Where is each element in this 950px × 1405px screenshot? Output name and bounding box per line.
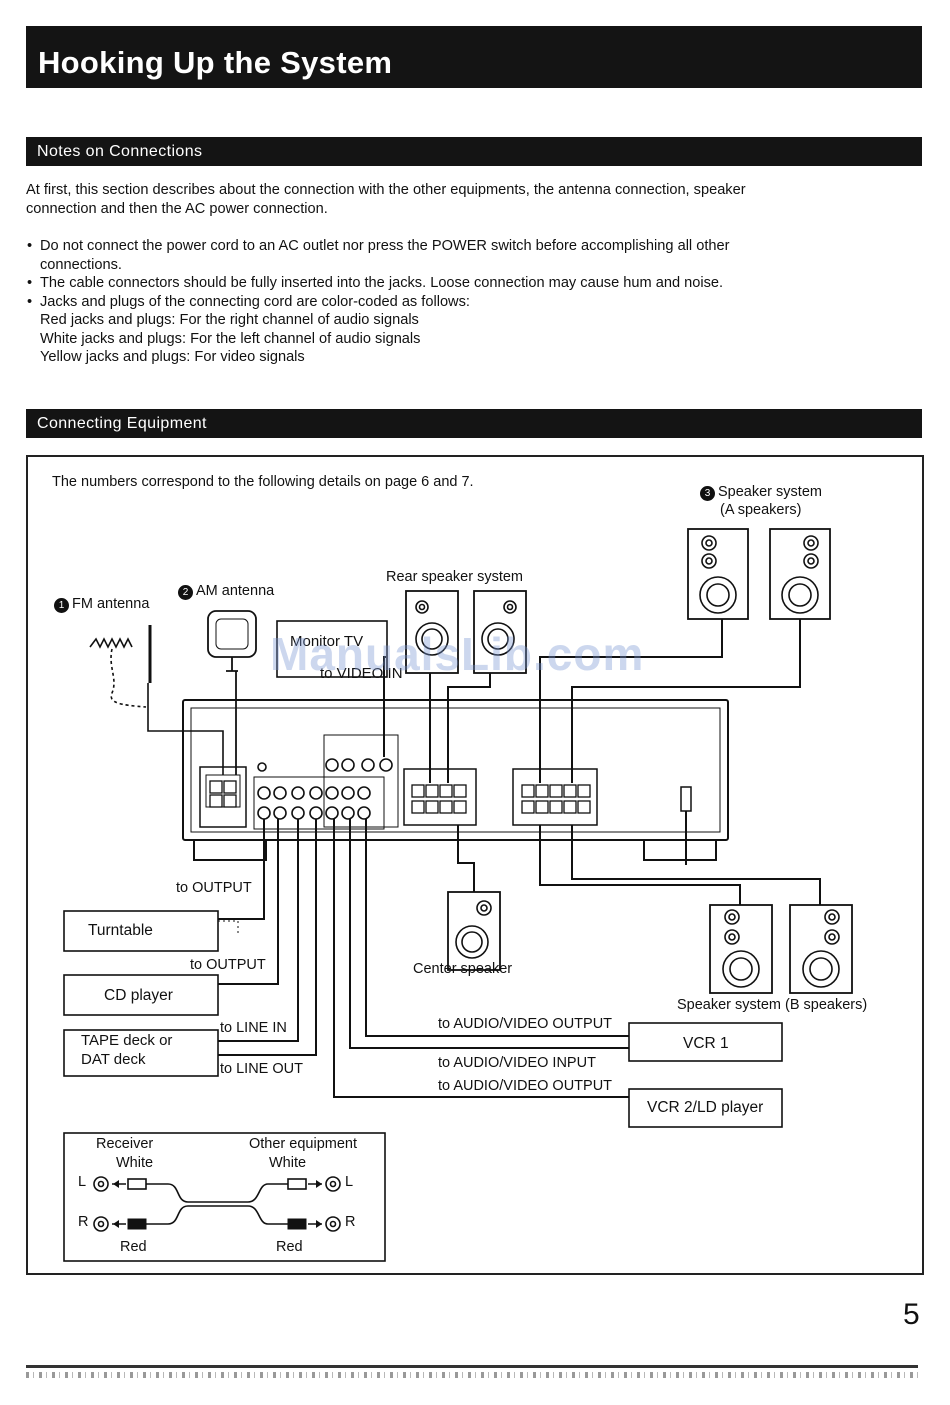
- vcr2-box: [628, 1088, 783, 1128]
- notes-item: • The cable connectors should be fully in…: [26, 274, 786, 293]
- notes-list: • Do not connect the power cord to an AC …: [26, 237, 786, 367]
- vcr1-label: VCR 1: [683, 1035, 729, 1052]
- intro-paragraph: At first, this section describes about t…: [26, 182, 746, 217]
- to-video-in-label: to VIDEO IN: [320, 665, 403, 682]
- legend-red-right: Red: [276, 1239, 303, 1255]
- tape-deck-label-2: DAT deck: [81, 1051, 146, 1068]
- watermark: ManualsLib.com: [270, 628, 645, 680]
- color-code-yellow: Yellow jacks and plugs: For video signal…: [40, 349, 305, 365]
- footer-rule: [26, 1365, 918, 1368]
- to-av-input-label: to AUDIO/VIDEO INPUT: [438, 1055, 596, 1071]
- equipment-section-header: Connecting Equipment: [26, 409, 922, 438]
- bullet-icon: •: [27, 238, 33, 254]
- rear-speaker-label: Rear speaker system: [386, 569, 523, 585]
- legend-white-right: White: [269, 1155, 307, 1171]
- receiver-foot-left: [193, 839, 267, 861]
- center-speaker-label: Center speaker: [413, 961, 513, 977]
- am-antenna-text: AM antenna: [196, 583, 275, 599]
- number-3-icon: 3: [700, 486, 715, 501]
- number-2-icon: 2: [178, 585, 193, 600]
- notes-section-header: Notes on Connections: [26, 137, 922, 166]
- notes-item-text: The cable connectors should be fully ins…: [40, 275, 724, 291]
- notes-item-text: Do not connect the power cord to an AC o…: [40, 238, 730, 273]
- number-1-icon: 1: [54, 598, 69, 613]
- connection-diagram: The numbers correspond to the following …: [26, 455, 924, 1275]
- notes-item: • Do not connect the power cord to an AC …: [26, 237, 786, 274]
- speaker-a-text: Speaker system: [718, 484, 822, 500]
- legend-red-left: Red: [120, 1239, 147, 1255]
- to-av-output-label-2: to AUDIO/VIDEO OUTPUT: [438, 1078, 613, 1094]
- to-line-in-label: to LINE IN: [220, 1020, 287, 1036]
- monitor-tv-box: [276, 620, 388, 678]
- page-title-bar: Hooking Up the System: [26, 26, 922, 88]
- legend-l-left: L: [78, 1174, 87, 1190]
- tape-deck-label-1: TAPE deck or: [81, 1032, 173, 1049]
- to-output-label-2: to OUTPUT: [190, 957, 266, 973]
- receiver-foot-right: [643, 839, 717, 861]
- notes-item: • Jacks and plugs of the connecting cord …: [26, 293, 786, 367]
- vcr2-label: VCR 2/LD player: [647, 1099, 764, 1116]
- equipment-section-title: Connecting Equipment: [37, 415, 207, 432]
- legend-receiver-label: Receiver: [96, 1136, 154, 1152]
- to-output-label-1: to OUTPUT: [176, 880, 252, 896]
- monitor-tv-label: Monitor TV: [290, 633, 364, 650]
- tape-deck-box: [63, 1029, 219, 1077]
- page-number: 5: [903, 1298, 920, 1331]
- cd-player-label: CD player: [104, 987, 173, 1004]
- color-code-white: White jacks and plugs: For the left chan…: [40, 330, 421, 347]
- notes-section-title: Notes on Connections: [37, 143, 203, 160]
- fm-antenna-text: FM antenna: [72, 596, 150, 612]
- diagram-caption: The numbers correspond to the following …: [52, 474, 474, 490]
- legend-r-right: R: [345, 1214, 356, 1230]
- connection-wiring-svg: [63, 528, 853, 1262]
- turntable-box: [63, 910, 219, 952]
- to-line-out-label: to LINE OUT: [220, 1061, 303, 1077]
- receiver-rear-panel: [182, 699, 729, 841]
- bullet-icon: •: [27, 293, 33, 310]
- legend-l-right: L: [345, 1174, 354, 1190]
- legend-white-left: White: [116, 1155, 154, 1171]
- page-title: Hooking Up the System: [38, 45, 393, 80]
- turntable-label: Turntable: [88, 922, 153, 939]
- speaker-b-label: Speaker system (B speakers): [677, 997, 868, 1013]
- color-code-red: Red jacks and plugs: For the right chann…: [40, 312, 419, 328]
- legend-r-left: R: [78, 1214, 89, 1230]
- notes-item-text: Jacks and plugs of the connecting cord a…: [40, 293, 470, 310]
- to-av-output-label-1: to AUDIO/VIDEO OUTPUT: [438, 1016, 613, 1032]
- cd-player-box: [63, 974, 219, 1016]
- legend-other-label: Other equipment: [249, 1136, 358, 1152]
- footer-scan-noise: [26, 1372, 918, 1378]
- legend-box: [63, 1132, 386, 1262]
- vcr1-box: [628, 1022, 783, 1062]
- bullet-icon: •: [27, 275, 33, 291]
- speaker-a-sub-label: (A speakers): [720, 502, 802, 518]
